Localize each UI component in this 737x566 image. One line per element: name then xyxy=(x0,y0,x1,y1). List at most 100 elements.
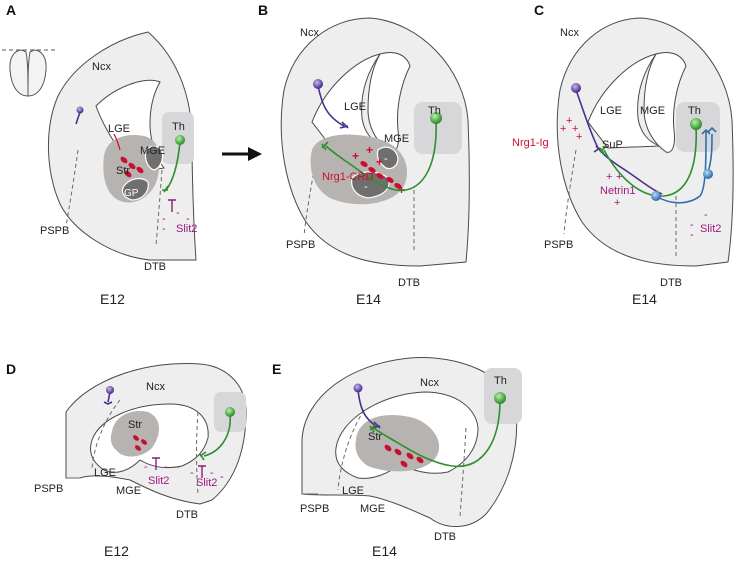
label-ncx-a: Ncx xyxy=(92,61,111,73)
brain-top-view-icon xyxy=(2,49,58,97)
label-netrin1-c: Netrin1 xyxy=(600,185,635,197)
label-ncx-c: Ncx xyxy=(560,27,579,39)
corridor-cells-a xyxy=(113,133,144,178)
minus-sign: - xyxy=(690,229,694,241)
cortical-neuron-e xyxy=(353,383,363,393)
label-ncx-d: Ncx xyxy=(146,381,165,393)
label-th-a: Th xyxy=(172,121,185,133)
label-pspb-d: PSPB xyxy=(34,483,63,495)
minus-sign: - xyxy=(144,461,148,473)
nrg1-cells-b xyxy=(360,161,402,189)
minus-sign: - xyxy=(164,461,168,473)
plus-sign: + xyxy=(606,171,612,183)
mge-ventricle-b xyxy=(367,52,411,153)
panel-d-letter: D xyxy=(6,361,16,377)
label-mge-d: MGE xyxy=(116,485,141,497)
label-pspb-e: PSPB xyxy=(300,503,329,515)
label-slit2-d1: Slit2 xyxy=(148,475,169,487)
thalamic-neuron-c xyxy=(690,118,702,130)
minus-sign: - xyxy=(176,207,180,219)
label-lge-b: LGE xyxy=(344,101,366,113)
label-mge-c: MGE xyxy=(640,105,665,117)
plus-sign: + xyxy=(572,123,578,135)
slit2-repulsion-d: - - - - - - xyxy=(144,457,224,483)
growth-cone-a xyxy=(162,185,169,193)
thalamus-region-b xyxy=(414,102,462,154)
label-mge-a: MGE xyxy=(140,145,165,157)
plus-sign: + xyxy=(576,131,582,143)
panel-c-letter: C xyxy=(534,2,544,18)
lateral-ventricle-c xyxy=(587,53,661,149)
label-slit2-d2: Slit2 xyxy=(196,477,217,489)
blue-axon-2-c xyxy=(707,133,713,173)
dtb-boundary-e xyxy=(459,427,467,517)
plus-sign: + xyxy=(566,115,572,127)
cortical-axon-c xyxy=(575,89,663,195)
dtb-boundary-a xyxy=(155,169,163,247)
label-lge-a: LGE xyxy=(108,123,130,135)
globus-pallidus-a xyxy=(121,177,149,201)
label-dtb-b: DTB xyxy=(398,277,420,289)
label-str-e: Str xyxy=(368,431,382,443)
panel-b: B - - + + + + Ncx LGE MGE Th Nrg1-CR xyxy=(258,2,470,307)
cortical-neuron-a xyxy=(76,106,84,114)
label-lge-d: LGE xyxy=(94,467,116,479)
thalamic-neuron-a xyxy=(175,135,185,145)
plus-sign: + xyxy=(614,197,620,209)
label-nrg1-ig-c: Nrg1-Ig xyxy=(512,137,549,149)
panel-b-letter: B xyxy=(258,2,268,18)
label-dtb-c: DTB xyxy=(660,277,682,289)
minus-sign: - xyxy=(704,209,708,221)
minus-sign: - xyxy=(364,181,368,193)
label-str-d: Str xyxy=(128,419,142,431)
thalamic-neuron-e xyxy=(494,392,506,404)
thalamic-axon-d xyxy=(203,413,231,457)
pspb-boundary-c xyxy=(563,149,577,235)
label-mge-e: MGE xyxy=(360,503,385,515)
cortical-neuron-c xyxy=(571,83,581,93)
label-pspb-c: PSPB xyxy=(544,239,573,251)
plus-sign: + xyxy=(616,171,622,183)
label-str-a: Str xyxy=(116,165,130,177)
mge-ventricle-c xyxy=(643,52,687,153)
label-dtb-a: DTB xyxy=(144,261,166,273)
thalamic-axon-b xyxy=(325,119,437,192)
minus-sign: - xyxy=(384,153,388,165)
label-gp-a: GP xyxy=(124,188,139,199)
thalamic-neuron-b xyxy=(430,112,442,124)
cortical-growth-cone-d xyxy=(103,401,113,405)
label-lge-c: LGE xyxy=(600,105,622,117)
mge-dark-region-b xyxy=(376,146,399,170)
corridor-cells-e xyxy=(384,444,424,468)
minus-sign: - xyxy=(186,213,190,225)
plus-sign: + xyxy=(366,143,373,157)
blue-axon-1-c xyxy=(655,135,707,204)
pspb-boundary-a xyxy=(65,149,79,227)
cortical-growth-cone-b xyxy=(339,121,349,129)
panel-e: E Ncx Str Th LGE MGE PSPB DTB E14 xyxy=(272,357,522,559)
cortical-axon-b xyxy=(317,85,345,127)
label-th-e: Th xyxy=(494,375,507,387)
plus-sign: + xyxy=(376,155,383,169)
cortical-axon-e xyxy=(357,389,377,427)
cortical-neuron-b xyxy=(313,79,323,89)
panel-e-letter: E xyxy=(272,361,281,377)
blue-neuron-1-c xyxy=(651,191,661,201)
label-mge-b: MGE xyxy=(384,133,409,145)
striatum-d xyxy=(110,410,160,457)
label-slit2-a: Slit2 xyxy=(176,223,197,235)
label-pspb-b: PSPB xyxy=(286,239,315,251)
minus-sign: - xyxy=(690,219,694,231)
pspb-boundary-d xyxy=(91,399,121,469)
pspb-boundary-e xyxy=(337,409,365,491)
label-nrg1-crd-b: Nrg1-CRD xyxy=(322,171,373,183)
corridor-cells-d xyxy=(132,435,148,451)
thalamic-axon-c xyxy=(603,125,697,197)
slit2-repulsion-a: - - - - xyxy=(162,199,190,235)
blue-growth-cone-1-c xyxy=(701,128,711,136)
panel-a-letter: A xyxy=(6,2,16,18)
label-sup-c: SuP xyxy=(602,139,623,151)
mge-dark-region-a xyxy=(144,145,164,171)
label-pspb-a: PSPB xyxy=(40,225,69,237)
